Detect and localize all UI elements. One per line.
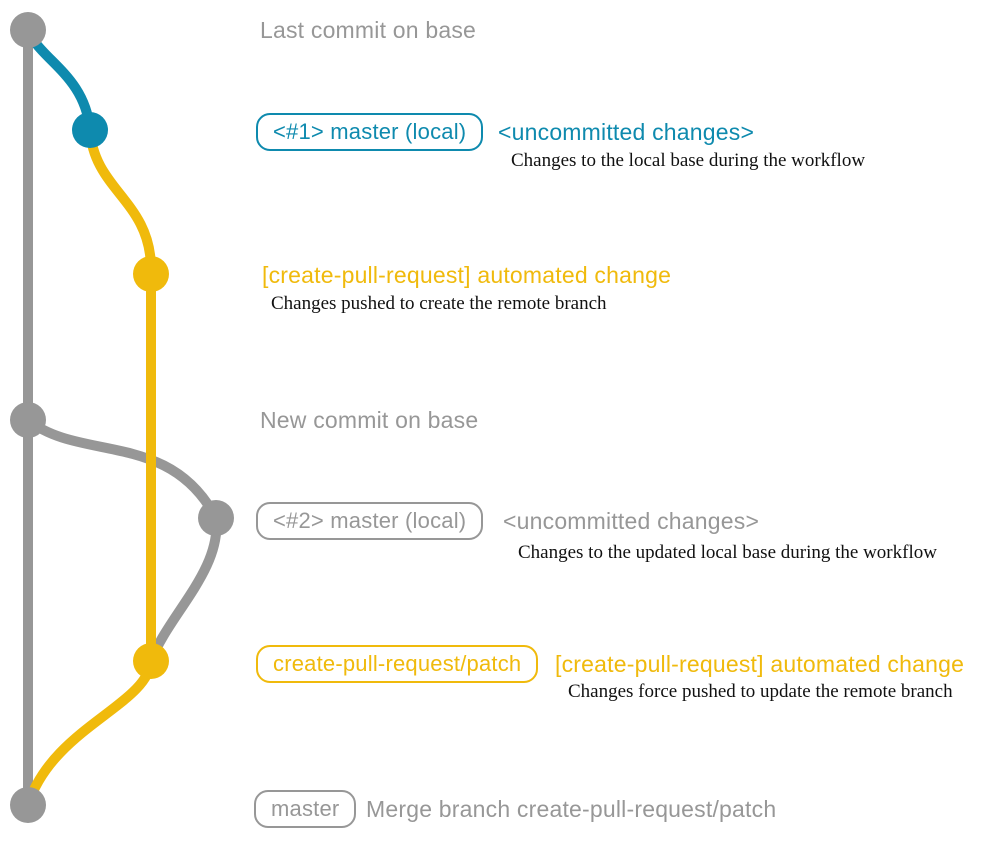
base-commit-dot-2 (10, 402, 46, 438)
commit-message-last-base: Last commit on base (260, 17, 477, 43)
branch-badge-patch: create-pull-request/patch (256, 645, 539, 683)
branch-badge-master: master (254, 790, 357, 828)
patch-commit-dot-1 (133, 256, 169, 292)
annotation-note-force-push: Changes force pushed to update the remot… (568, 681, 953, 702)
commit-message-automated-change-2: [create-pull-request] automated change (555, 651, 965, 677)
local-commit-dot-1 (72, 112, 108, 148)
branch-badge-local-2: <#2> master (local) (256, 502, 484, 540)
patch-commit-dot-2 (133, 643, 169, 679)
annotation-note-push-1: Changes pushed to create the remote bran… (271, 293, 607, 314)
annotation-note-local-1: Changes to the local base during the wor… (511, 150, 866, 171)
local2-to-patch-curve (146, 513, 222, 666)
branch-badge-local-1: <#1> master (local) (256, 113, 484, 151)
commit-message-uncommitted-2: <uncommitted changes> (503, 508, 760, 534)
base-commit-dot-1 (10, 12, 46, 48)
commit-message-uncommitted-1: <uncommitted changes> (498, 119, 755, 145)
commit-message-merge: Merge branch create-pull-request/patch (366, 796, 777, 822)
patch-branch-line (23, 125, 156, 810)
commit-message-automated-change-1: [create-pull-request] automated change (262, 262, 672, 288)
base-to-local2-curve (23, 415, 221, 523)
annotation-note-local-2: Changes to the updated local base during… (518, 542, 937, 563)
commit-message-new-base: New commit on base (260, 407, 479, 433)
merge-commit-dot (10, 787, 46, 823)
local-commit-dot-2 (198, 500, 234, 536)
